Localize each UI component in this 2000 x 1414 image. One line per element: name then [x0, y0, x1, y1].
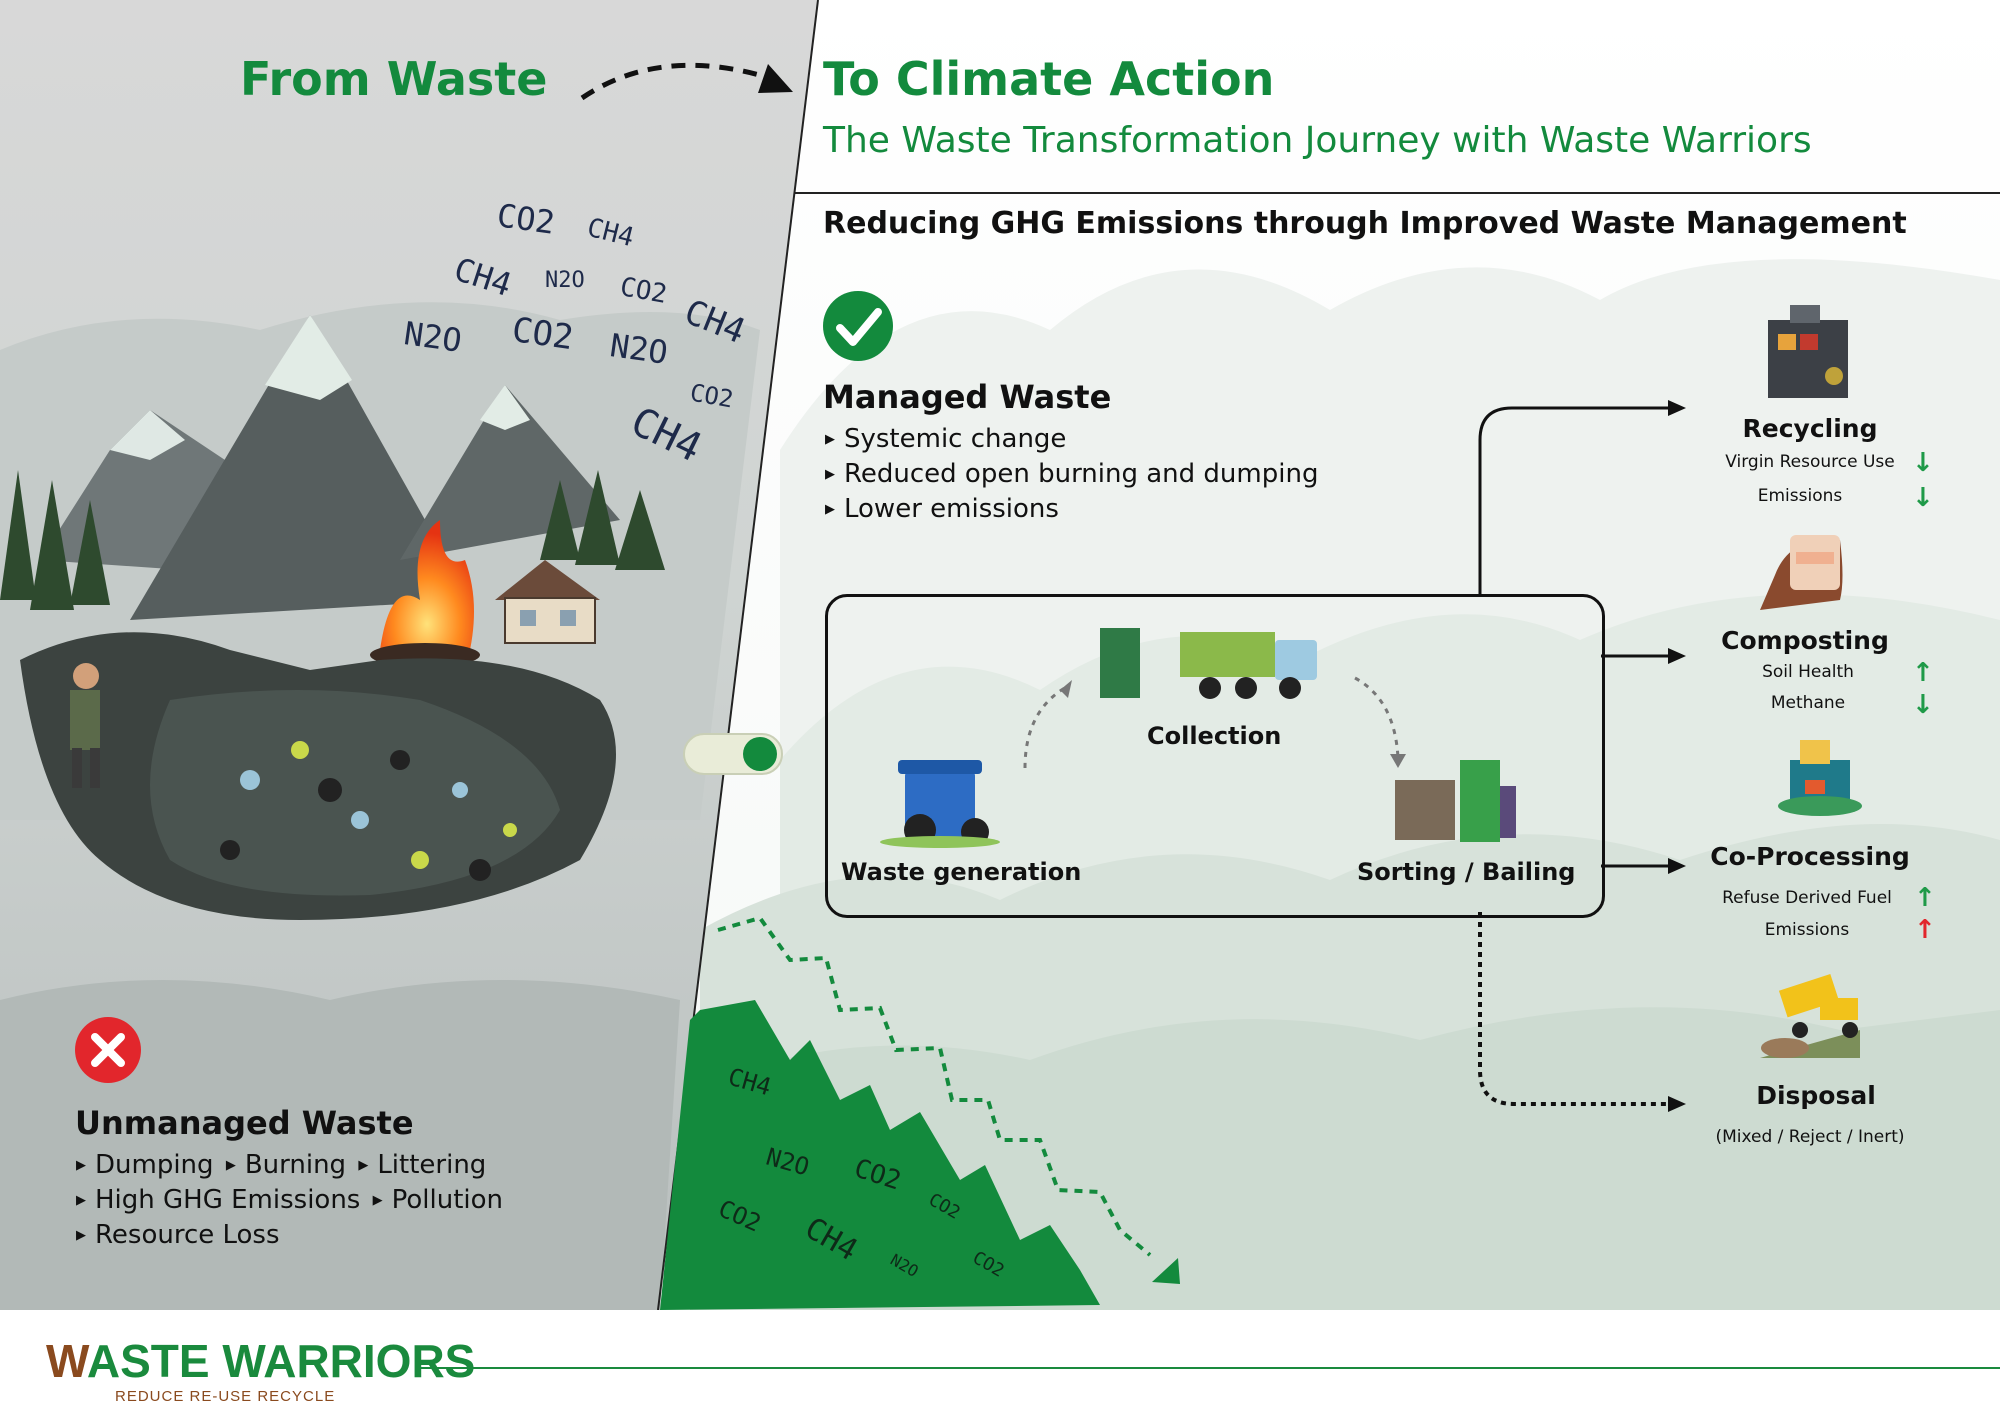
- arrow-down-icon: ↓: [1912, 483, 1934, 513]
- brand-tagline: REDUCE RE-USE RECYCLE: [115, 1388, 336, 1405]
- dump-truck-icon: [1760, 975, 1860, 1059]
- arrow-down-icon: ↓: [1912, 448, 1934, 478]
- list-item: Burning: [244, 1150, 347, 1180]
- list-item: ▶Systemic change: [825, 424, 1067, 454]
- gas-label: CO2: [509, 309, 576, 359]
- disposal-subtitle: (Mixed / Reject / Inert): [1715, 1127, 1905, 1147]
- climate-action-title: To Climate Action: [823, 52, 1275, 106]
- arrow-up-icon: ↑: [1912, 658, 1934, 688]
- gas-label: CO2: [494, 196, 558, 242]
- gas-label: N2O: [401, 314, 465, 360]
- list-item: ▶Reduced open burning and dumping: [825, 459, 1319, 489]
- from-waste-title: From Waste: [240, 52, 548, 106]
- factory-icon: [1775, 740, 1855, 816]
- toggle-switch-icon[interactable]: [684, 734, 782, 774]
- composting-title: Composting: [1721, 626, 1889, 655]
- arrow-up-icon: ↑: [1914, 915, 1936, 945]
- coprocessing-metric-1: Refuse Derived Fuel: [1722, 888, 1892, 908]
- recycling-metric-1: Virgin Resource Use: [1725, 452, 1895, 472]
- brand-logo-name: ASTE WARRIORS: [86, 1335, 476, 1387]
- managed-bullets: ▶Systemic change ▶Reduced open burning a…: [825, 422, 1318, 527]
- disposal-title: Disposal: [1756, 1081, 1876, 1110]
- gas-label: N2O: [545, 268, 585, 293]
- recycling-metric-2: Emissions: [1757, 486, 1843, 506]
- coprocessing-metric-2: Emissions: [1764, 920, 1850, 940]
- ghg-section-heading: Reducing GHG Emissions through Improved …: [823, 206, 1907, 241]
- sorting-bailing-label: Sorting / Bailing: [1357, 858, 1576, 886]
- brand-logo-initial: W: [46, 1335, 87, 1387]
- composting-metric-2: Methane: [1770, 693, 1846, 713]
- list-item: Dumping: [95, 1150, 214, 1180]
- waste-generation-label: Waste generation: [841, 858, 1082, 886]
- brand-logo: WASTE WARRIORS: [46, 1334, 475, 1388]
- list-item: Resource Loss: [95, 1220, 280, 1250]
- list-item: Littering: [377, 1150, 487, 1180]
- coprocessing-title: Co-Processing: [1710, 842, 1910, 871]
- compost-bag-icon: [1760, 530, 1846, 610]
- unmanaged-waste-title: Unmanaged Waste: [75, 1104, 414, 1142]
- waste-flow-box: [825, 594, 1605, 918]
- list-item: Pollution: [391, 1185, 504, 1215]
- recycling-icon: [1765, 305, 1851, 401]
- list-item: ▶Lower emissions: [825, 494, 1059, 524]
- journey-subtitle: The Waste Transformation Journey with Wa…: [823, 120, 1812, 161]
- collection-label: Collection: [1147, 722, 1282, 750]
- managed-waste-title: Managed Waste: [823, 378, 1112, 416]
- list-item: High GHG Emissions: [95, 1185, 361, 1215]
- arrow-up-icon: ↑: [1914, 883, 1936, 913]
- check-circle-icon: [823, 291, 893, 361]
- composting-metric-1: Soil Health: [1762, 662, 1854, 682]
- unmanaged-bullets: ▶Dumping ▶Burning ▶Littering ▶High GHG E…: [76, 1150, 504, 1250]
- arrow-down-icon: ↓: [1912, 690, 1934, 720]
- recycling-title: Recycling: [1742, 414, 1878, 443]
- x-circle-icon: [75, 1017, 141, 1083]
- gas-label: N2O: [607, 326, 671, 372]
